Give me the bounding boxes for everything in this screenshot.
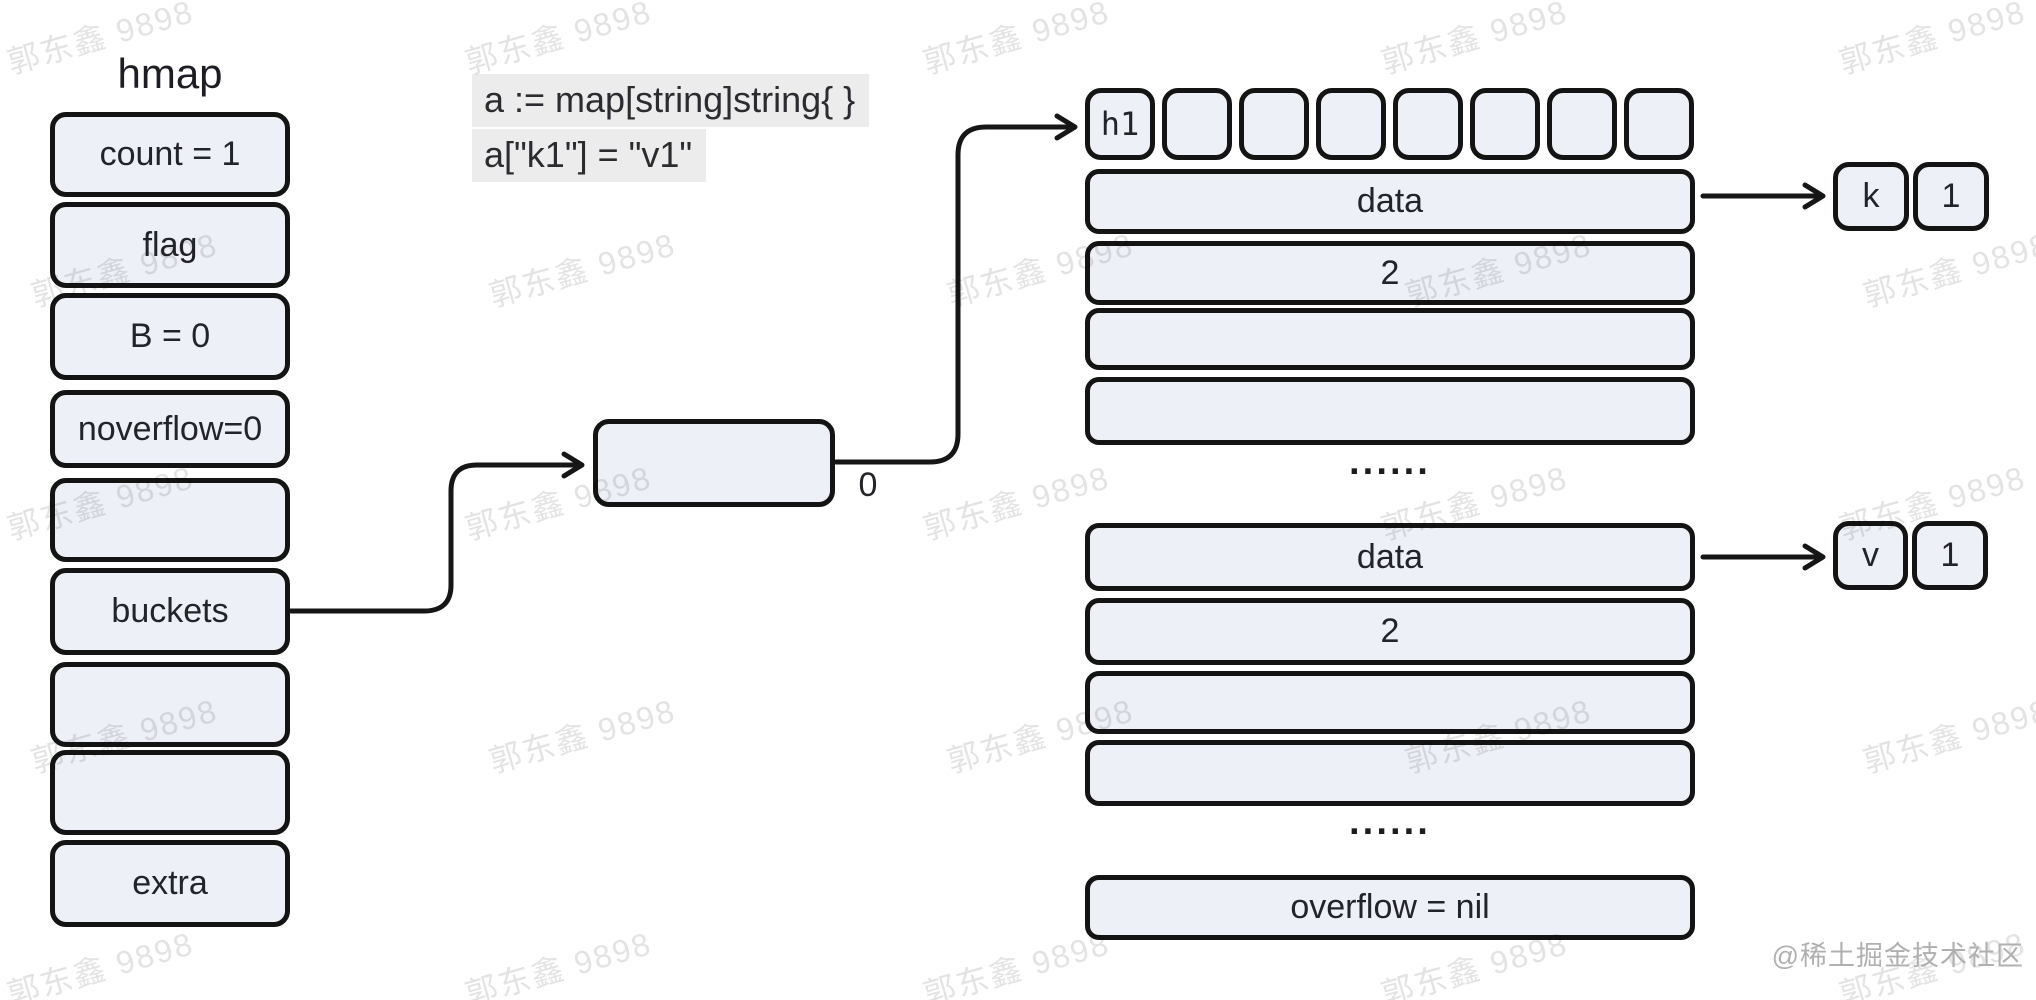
code-line-2: a["k1"] = "v1": [472, 129, 707, 183]
value-cell: v: [1833, 521, 1908, 590]
value-row-data: data: [1085, 523, 1695, 591]
key-cell: k: [1833, 162, 1909, 231]
hmap-field-noverflow: noverflow=0: [50, 390, 290, 468]
hmap-field-empty-1: [50, 478, 290, 562]
tophash-cell-2: [1239, 88, 1309, 160]
arrow-pointer-to-bucket: [833, 113, 1078, 465]
tophash-cell-0: h1: [1085, 88, 1155, 160]
hmap-field-flag: flag: [50, 202, 290, 288]
key-row-empty-2: [1085, 377, 1695, 445]
tophash-cell-7: [1624, 88, 1694, 160]
hmap-field-extra: extra: [50, 840, 290, 927]
value-row-empty-2: [1085, 740, 1695, 806]
ellipsis-bottom: ······: [1349, 811, 1431, 853]
bucket-index-label: 0: [858, 466, 878, 504]
key-index-cell: 1: [1913, 162, 1989, 231]
hmap-field-b: B = 0: [50, 293, 290, 380]
tophash-cell-6: [1547, 88, 1617, 160]
key-row-data: data: [1085, 169, 1695, 234]
tophash-cell-4: [1393, 88, 1463, 160]
hmap-field-empty-3: [50, 750, 290, 835]
hmap-field-buckets: buckets: [50, 568, 290, 655]
value-row-empty-1: [1085, 671, 1695, 734]
tophash-cell-1: [1162, 88, 1232, 160]
ellipsis-top: ······: [1349, 451, 1431, 493]
value-index-cell: 1: [1912, 521, 1988, 590]
arrow-buckets-to-pointer: [288, 451, 585, 614]
watermark-credit: @稀土掘金技术社区: [1771, 941, 2024, 971]
bucket-pointer-box: [593, 419, 835, 507]
arrow-data-to-value: [1700, 543, 1826, 571]
hmap-field-count: count = 1: [50, 112, 290, 197]
tophash-cell-3: [1316, 88, 1386, 160]
overflow-row: overflow = nil: [1085, 875, 1695, 940]
code-line-1: a := map[string]string{ }: [472, 74, 870, 128]
tophash-cell-5: [1470, 88, 1540, 160]
value-row-2: 2: [1085, 598, 1695, 665]
hmap-title: hmap: [117, 50, 223, 97]
arrow-data-to-key: [1700, 182, 1826, 210]
hmap-field-empty-2: [50, 662, 290, 747]
key-row-empty-1: [1085, 308, 1695, 370]
key-row-2: 2: [1085, 241, 1695, 305]
